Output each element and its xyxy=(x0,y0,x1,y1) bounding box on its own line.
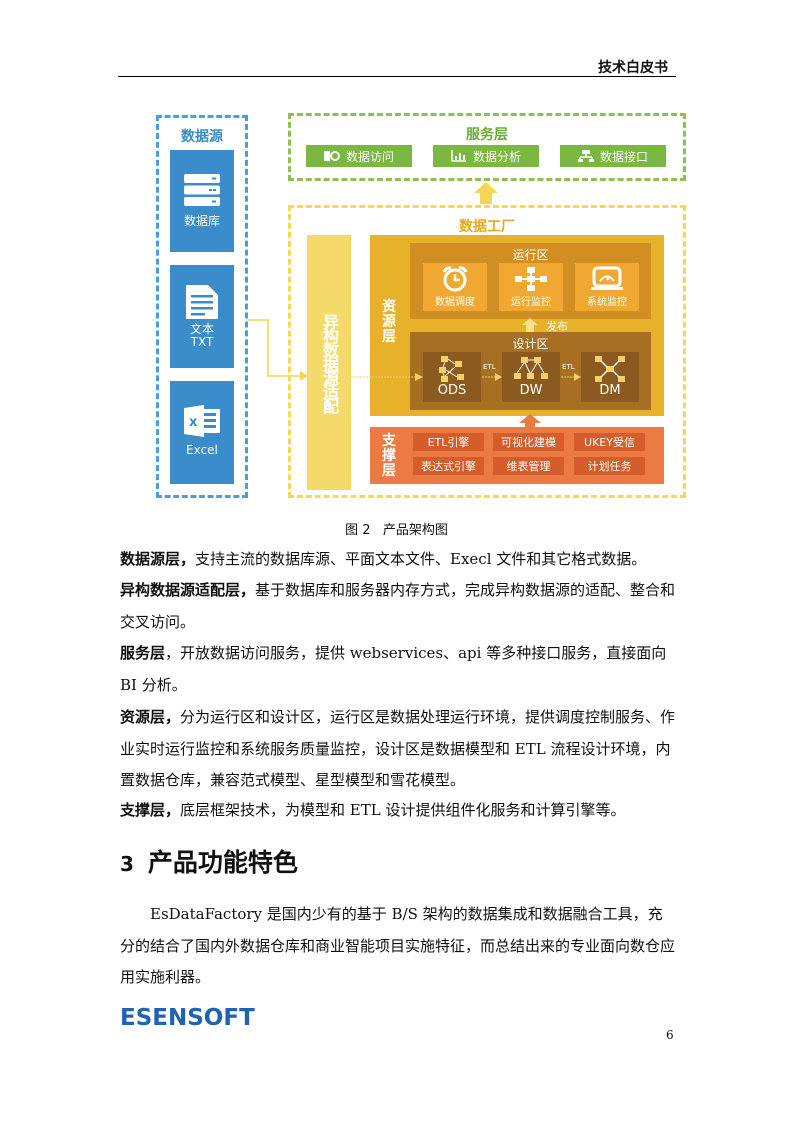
section-number: 3 xyxy=(120,852,134,876)
adapter-to-ods-arrow xyxy=(351,373,423,381)
publish-arrow-icon xyxy=(522,318,538,332)
run-item-label: 运行监控 xyxy=(511,297,551,308)
run-item-monitoring: 运行监控 xyxy=(499,263,563,311)
data-source-group: 数据源 xyxy=(156,115,248,498)
service-label: 数据分析 xyxy=(472,149,521,164)
run-item-label: 数据调度 xyxy=(435,297,475,308)
etl-arrow-icon xyxy=(482,373,502,381)
service-layer-group: 服务层 xyxy=(288,113,686,181)
support-item: ETL引擎 xyxy=(413,433,484,451)
paragraph-resource-layer: 资源层，分为运行区和设计区，运行区是数据处理运行环境，提供调度控制服务、作业实时… xyxy=(120,702,676,797)
data-factory-group: 数据工厂 xyxy=(288,205,686,498)
header-rule xyxy=(118,76,676,77)
ods-icon xyxy=(439,356,464,382)
etl-label: ETL xyxy=(483,363,496,371)
source-label: 数据库 xyxy=(183,214,220,228)
run-item-label: 系统监控 xyxy=(587,297,627,308)
design-item-label: DW xyxy=(519,383,543,398)
paragraph-adapter-layer: 异构数据源适配层，基于数据库和服务器内存方式，完成异构数据源的适配、整合和交叉访… xyxy=(120,575,676,638)
paragraph-text: 底层框架技术，为模型和 ETL 设计提供组件化服务和计算引擎等。 xyxy=(180,801,626,819)
excel-icon: x xyxy=(184,405,220,437)
bar-chart-icon xyxy=(451,150,466,162)
run-zone-title: 运行区 xyxy=(512,248,549,262)
design-item-ods: ODS xyxy=(423,352,481,402)
data-access-icon xyxy=(323,151,340,161)
service-layer-title: 服务层 xyxy=(466,127,508,143)
design-zone-title: 设计区 xyxy=(512,337,549,351)
paragraph-support-layer: 支撑层，底层框架技术，为模型和 ETL 设计提供组件化服务和计算引擎等。 xyxy=(120,795,676,827)
support-item: 维表管理 xyxy=(493,457,564,475)
paragraph-term: 异构数据源适配层， xyxy=(120,581,256,599)
architecture-diagram: 数据源 数据库 文本 TXT x Excel 服务层 数据访问 xyxy=(150,110,690,500)
paragraph-text: 分为运行区和设计区，运行区是数据处理运行环境，提供调度控制服务、作业实时运行监控… xyxy=(120,708,676,789)
section-heading: 3 产品功能特色 xyxy=(120,843,298,879)
design-item-dm: DM xyxy=(581,352,639,402)
esensoft-logo: ESENSOFT xyxy=(120,1005,255,1031)
header-title: 技术白皮书 xyxy=(598,60,668,76)
gauge-monitor-icon xyxy=(591,266,623,290)
paragraph-text: ，开放数据访问服务，提供 webservices、api 等多种接口服务，直接面… xyxy=(120,644,667,694)
source-label: 文本 xyxy=(189,322,214,336)
service-data-analysis: 数据分析 xyxy=(433,145,539,167)
service-data-interface: 数据接口 xyxy=(560,145,666,167)
publish-label: 发布 xyxy=(546,320,568,333)
service-data-access: 数据访问 xyxy=(306,145,412,167)
section-body: EsDataFactory 是国内少有的基于 B/S 架构的数据集成和数据融合工… xyxy=(120,905,676,986)
up-arrow-icon xyxy=(474,182,498,204)
paragraph-text: 支持主流的数据库源、平面文本文件、Execl 文件和其它格式数据。 xyxy=(195,550,647,568)
run-item-system-monitor: 系统监控 xyxy=(575,263,639,311)
design-item-label: DM xyxy=(599,383,621,398)
source-excel: x Excel xyxy=(170,381,234,484)
data-source-title: 数据源 xyxy=(181,129,223,145)
source-label: Excel xyxy=(186,443,218,457)
svg-text:x: x xyxy=(189,415,198,430)
network-icon xyxy=(515,267,547,291)
alarm-clock-icon xyxy=(442,266,468,292)
design-item-label: ODS xyxy=(437,383,467,398)
paragraph-term: 支撑层， xyxy=(120,801,181,819)
design-item-dw: DW xyxy=(502,352,560,402)
paragraph-data-source-layer: 数据源层，支持主流的数据库源、平面文本文件、Execl 文件和其它格式数据。 xyxy=(120,544,676,576)
support-item: UKEY受信 xyxy=(574,433,645,451)
support-layer-label: 支撑层 xyxy=(382,433,396,479)
etl-label: ETL xyxy=(562,363,575,371)
support-item: 计划任务 xyxy=(574,457,645,475)
etl-arrow-icon xyxy=(561,373,581,381)
paragraph-term: 数据源层， xyxy=(120,550,196,568)
run-item-scheduling: 数据调度 xyxy=(423,263,487,311)
resource-layer-label: 资源层 xyxy=(382,299,396,345)
paragraph-text: 基于数据库和服务器内存方式，完成异构数据源的适配、整合和交叉访问。 xyxy=(120,581,676,631)
paragraph-term: 服务层 xyxy=(120,644,166,662)
figure-caption: 图 2 产品架构图 xyxy=(345,523,448,538)
paragraph-service-layer: 服务层，开放数据访问服务，提供 webservices、api 等多种接口服务，… xyxy=(120,638,676,701)
interface-icon xyxy=(577,150,594,162)
text-file-icon xyxy=(186,285,218,319)
support-item: 表达式引擎 xyxy=(413,457,484,475)
data-factory-title: 数据工厂 xyxy=(459,219,515,235)
support-item: 可视化建模 xyxy=(493,433,564,451)
support-up-arrow-icon xyxy=(519,414,541,430)
source-text-file: 文本 TXT xyxy=(170,265,234,368)
source-label-2: TXT xyxy=(190,335,214,349)
dm-icon xyxy=(595,356,625,382)
service-label: 数据接口 xyxy=(599,149,648,164)
database-icon xyxy=(184,174,220,206)
connector-arrow xyxy=(248,319,308,380)
adapter-layer: 异构数据源适配 xyxy=(307,235,351,490)
paragraph-term: 资源层， xyxy=(120,708,181,726)
service-label: 数据访问 xyxy=(345,149,394,164)
section-title: 产品功能特色 xyxy=(147,848,298,877)
dw-icon xyxy=(514,357,548,379)
page-number: 6 xyxy=(666,1028,674,1042)
source-database: 数据库 xyxy=(170,150,234,252)
